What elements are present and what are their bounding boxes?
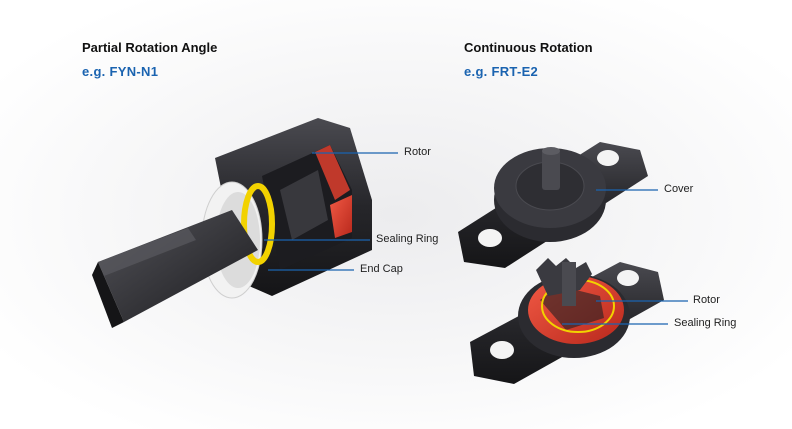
partial-rotation-damper — [92, 118, 372, 328]
rotor-shaft — [562, 262, 576, 306]
continuous-rotation-title: Continuous Rotation — [464, 40, 593, 55]
mounting-hole-left-top — [478, 229, 502, 247]
mounting-hole-right-bottom — [617, 270, 639, 286]
label-sealing-ring-left: Sealing Ring — [376, 233, 439, 245]
shaft — [98, 210, 258, 322]
sealing-ring — [241, 183, 275, 265]
label-cover: Cover — [664, 183, 694, 195]
label-rotor-right: Rotor — [693, 294, 720, 306]
callout-lines-left — [264, 152, 398, 271]
cover-shaft — [542, 150, 560, 190]
partial-rotation-example: e.g. FYN-N1 — [82, 64, 159, 79]
continuous-rotation-example: e.g. FRT-E2 — [464, 64, 539, 79]
continuous-damper-covered — [458, 142, 648, 268]
continuous-damper-cutaway — [470, 258, 664, 384]
callout-lines-right — [562, 189, 688, 325]
cover-shaft-top — [542, 147, 560, 155]
mounting-hole-left-bottom — [490, 341, 514, 359]
fluid-chamber-bottom — [330, 195, 352, 238]
label-end-cap: End Cap — [360, 263, 403, 275]
label-rotor-left: Rotor — [404, 146, 431, 158]
partial-rotation-title: Partial Rotation Angle — [82, 40, 218, 55]
fluid-chamber-top — [315, 145, 350, 200]
rotor-vane — [280, 170, 328, 240]
mounting-hole-right-top — [597, 150, 619, 166]
shaft-end — [92, 262, 124, 328]
label-sealing-ring-right: Sealing Ring — [674, 317, 737, 329]
rotor-disc — [540, 286, 604, 330]
shaft-highlight — [98, 228, 196, 276]
